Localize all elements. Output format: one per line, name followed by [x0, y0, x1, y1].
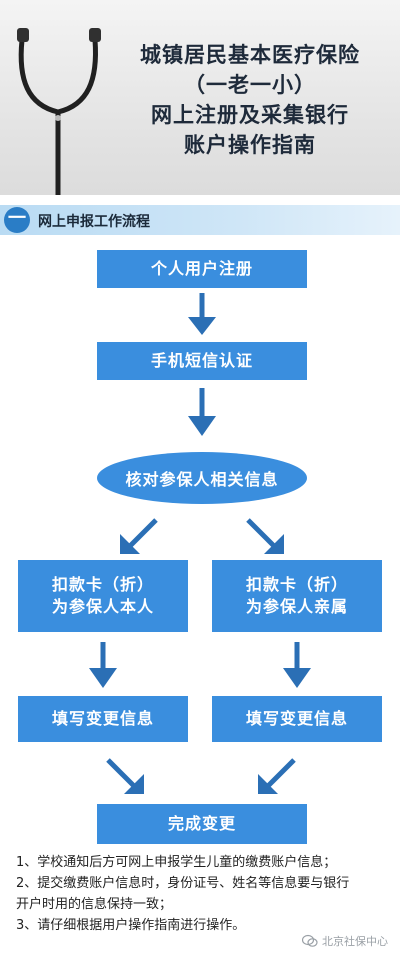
title-line-2: （一老一小）	[184, 73, 316, 97]
branch-self-line-1: 扣款卡（折）	[51, 575, 154, 594]
title-line-1: 城镇居民基本医疗保险	[140, 43, 360, 67]
arrow-down-left-icon	[258, 758, 296, 794]
header-banner: 城镇居民基本医疗保险 （一老一小） 网上注册及采集银行 账户操作指南	[0, 0, 400, 195]
page-title: 城镇居民基本医疗保险 （一老一小） 网上注册及采集银行 账户操作指南	[115, 40, 385, 160]
branch-self: 扣款卡（折） 为参保人本人	[18, 560, 188, 632]
section-number-badge: 一	[4, 207, 30, 233]
step-sms-verify: 手机短信认证	[97, 342, 307, 380]
arrow-down-right-icon	[246, 518, 284, 554]
arrow-down-icon	[188, 293, 216, 335]
step-register: 个人用户注册	[97, 250, 307, 288]
watermark-text: 北京社保中心	[322, 935, 388, 948]
branch-relative-line-2: 为参保人亲属	[245, 597, 348, 616]
title-line-4: 账户操作指南	[184, 133, 316, 157]
note-item: 1、学校通知后方可网上申报学生儿童的缴费账户信息；	[16, 855, 337, 870]
section-header: 一 网上申报工作流程	[0, 205, 400, 235]
arrow-down-icon	[188, 388, 216, 436]
branch-self-line-2: 为参保人本人	[51, 597, 154, 616]
fill-change-info-right: 填写变更信息	[212, 696, 382, 742]
arrow-down-right-icon	[106, 758, 144, 794]
fill-change-info-left: 填写变更信息	[18, 696, 188, 742]
watermark: 北京社保中心	[302, 933, 388, 949]
branch-relative-line-1: 扣款卡（折）	[245, 575, 348, 594]
arrow-down-icon	[89, 642, 117, 688]
note-item: 3、请仔细根据用户操作指南进行操作。	[16, 918, 246, 933]
branch-relative: 扣款卡（折） 为参保人亲属	[212, 560, 382, 632]
step-verify-info: 核对参保人相关信息	[97, 452, 307, 504]
step-complete: 完成变更	[97, 804, 307, 844]
title-line-3: 网上注册及采集银行	[151, 103, 349, 127]
notes-list: 1、学校通知后方可网上申报学生儿童的缴费账户信息； 2、提交缴费账户信息时，身份…	[16, 852, 386, 936]
arrow-down-left-icon	[120, 518, 158, 554]
note-item: 开户时用的信息保持一致；	[16, 897, 173, 912]
wechat-icon	[302, 934, 318, 947]
arrow-down-icon	[283, 642, 311, 688]
stethoscope-icon	[17, 28, 101, 195]
note-item: 2、提交缴费账户信息时，身份证号、姓名等信息要与银行	[16, 876, 350, 891]
section-title: 网上申报工作流程	[38, 214, 150, 230]
